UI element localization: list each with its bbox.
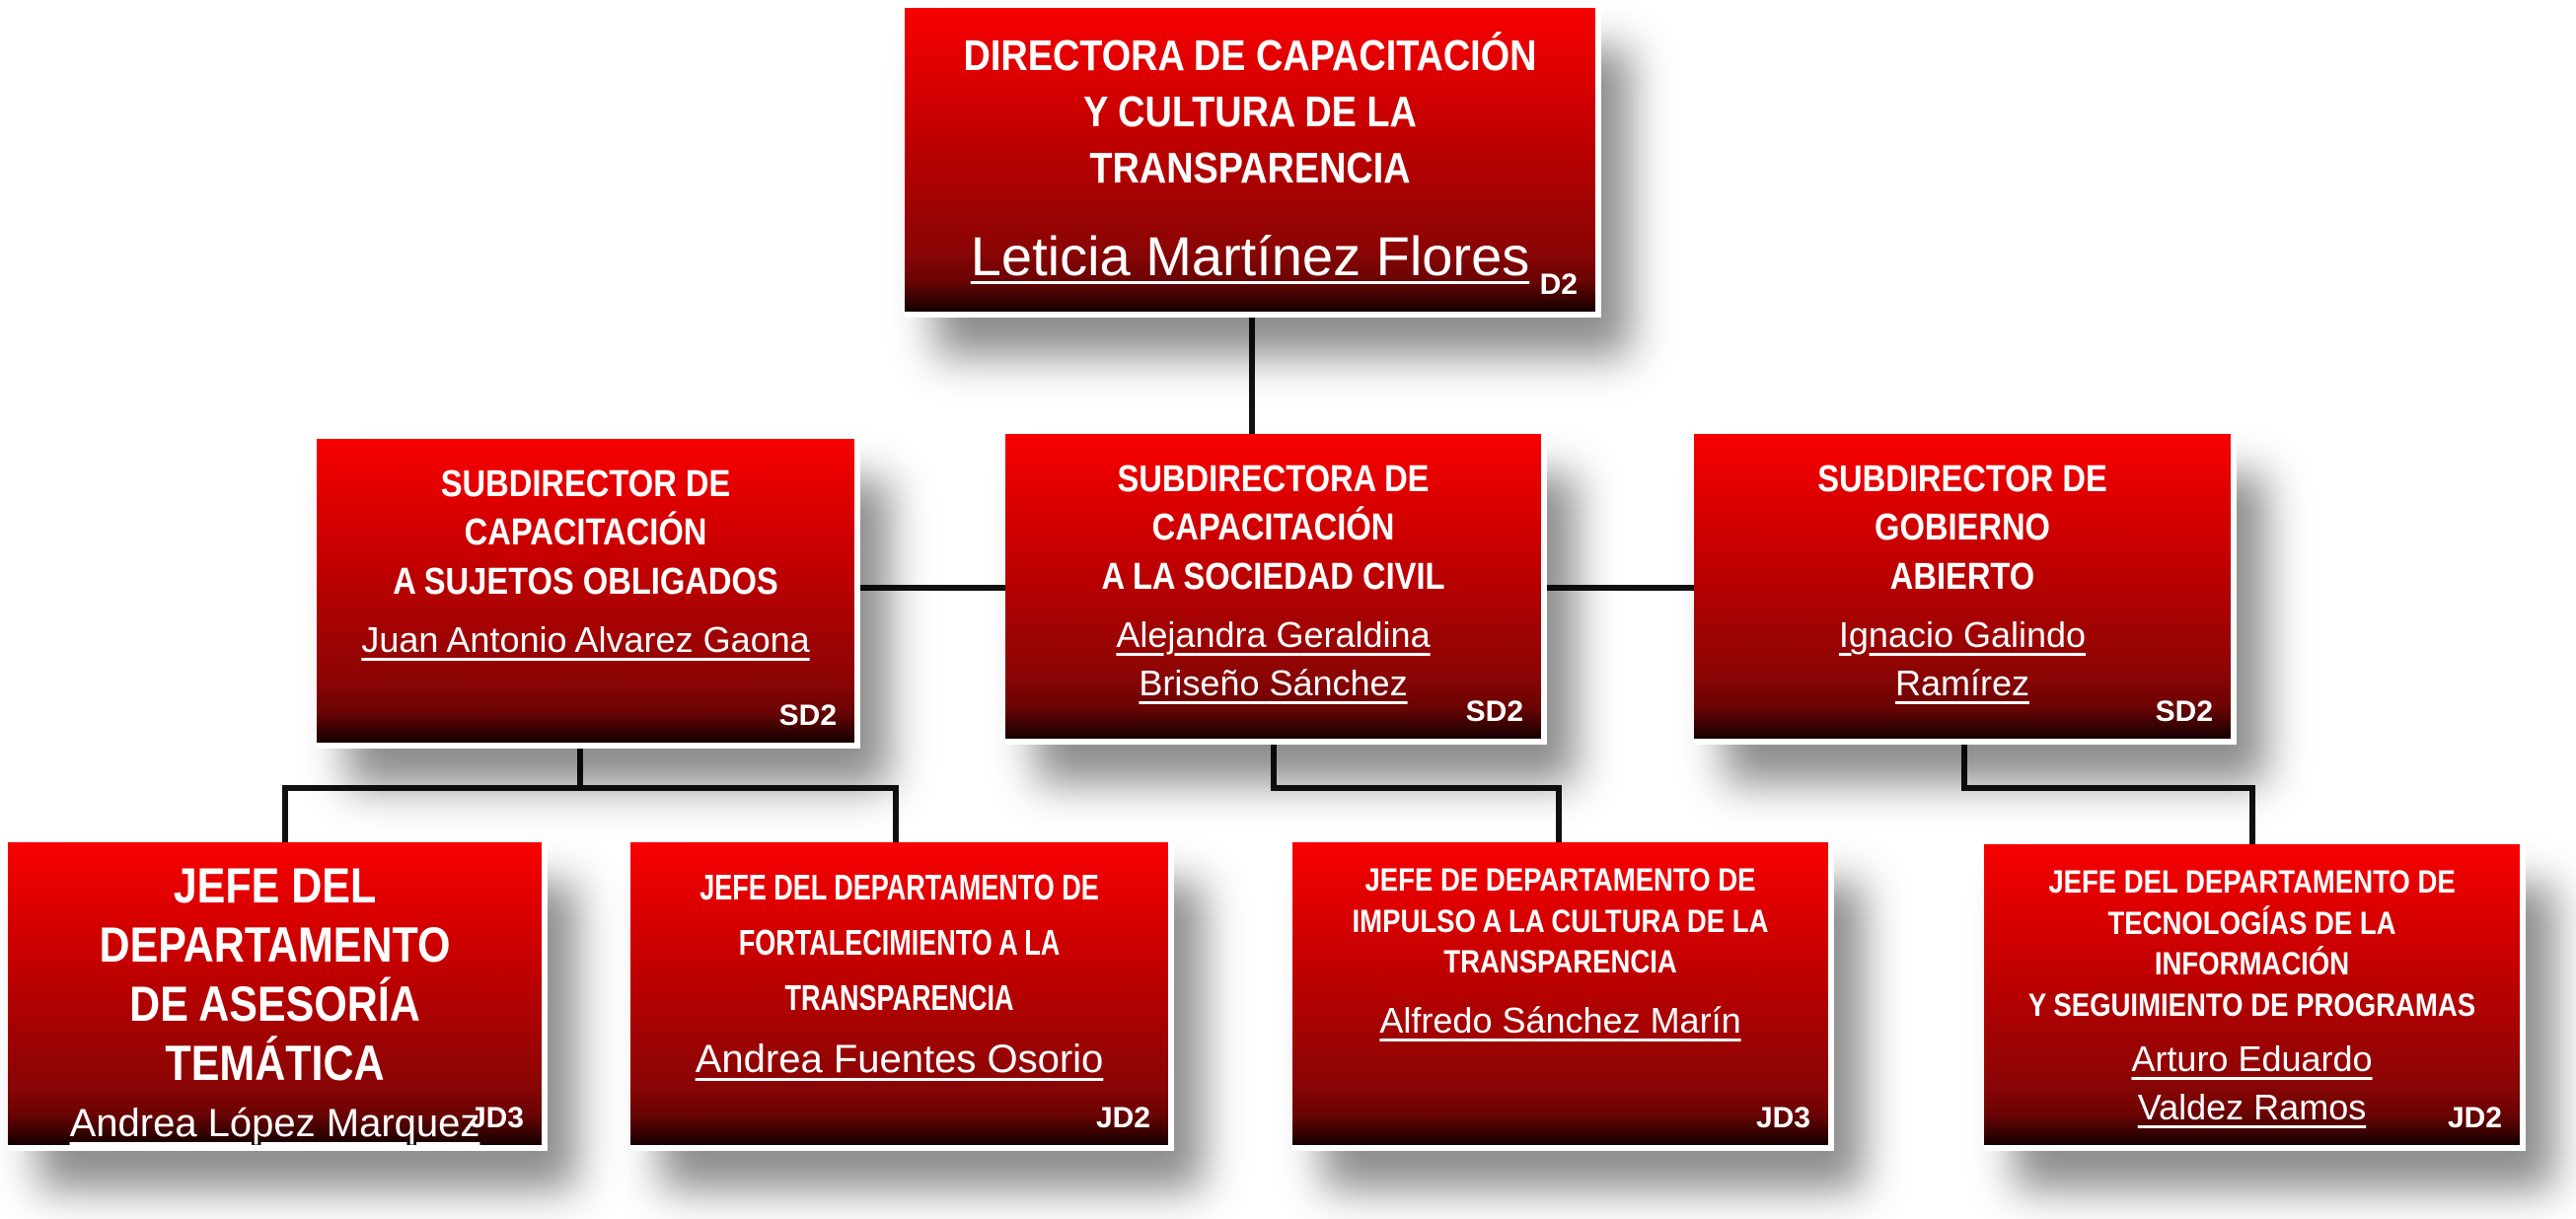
subdirector-name[interactable]: Juan Antonio Alvarez Gaona	[361, 619, 810, 661]
department-head-name[interactable]: Valdez Ramos	[2137, 1086, 2367, 1127]
position-code: JD3	[1755, 1102, 1810, 1134]
subdirector-name[interactable]: Ramírez	[1894, 662, 2030, 703]
department-head-name[interactable]: Alfredo Sánchez Marín	[1379, 999, 1741, 1040]
connector-sd-right	[1541, 585, 1694, 591]
connector-director	[1249, 312, 1255, 436]
department-head-box: JEFE DEL DEPARTAMENTO DE FORTALECIMIENTO…	[630, 842, 1174, 1151]
department-title-line: JEFE DEL DEPARTAMENTO	[99, 858, 451, 972]
position-code: SD2	[778, 699, 837, 732]
connector-sd2-bar	[1271, 785, 1562, 791]
position-code: JD2	[2447, 1102, 2502, 1134]
department-head-box: JEFE DE DEPARTAMENTO DE IMPULSO A LA CUL…	[1292, 842, 1834, 1151]
connector-jd3	[1556, 785, 1562, 842]
subdirector-title-line: SUBDIRECTOR DE CAPACITACIÓN	[440, 464, 731, 554]
director-box: DIRECTORA DE CAPACITACIÓN Y CULTURA DE L…	[905, 8, 1601, 318]
connector-jd1	[282, 785, 288, 842]
subdirector-box: SUBDIRECTOR DE GOBIERNO ABIERTO Ignacio …	[1694, 434, 2237, 745]
connector-jd2	[893, 785, 899, 842]
connector-sd2-down	[1271, 739, 1277, 790]
connector-sd1-down	[577, 743, 583, 788]
department-head-box: JEFE DEL DEPARTAMENTO DE TECNOLOGÍAS DE …	[1984, 844, 2526, 1151]
position-code: SD2	[2155, 695, 2213, 728]
department-title-line: TRANSPARENCIA	[1443, 944, 1677, 980]
subdirector-title-line: ABIERTO	[1889, 555, 2035, 598]
connector-jd4	[2249, 785, 2255, 844]
department-head-name[interactable]: Andrea Fuentes Osorio	[695, 1038, 1104, 1082]
department-title-line: IMPULSO A LA CULTURA DE LA	[1352, 902, 1769, 939]
subdirector-title-line: A SUJETOS OBLIGADOS	[393, 560, 778, 603]
connector-sd3-bar	[1961, 785, 2255, 791]
department-head-name[interactable]: Arturo Eduardo	[2131, 1039, 2373, 1080]
connector-sd1-bar	[282, 785, 899, 791]
department-head-name[interactable]: Andrea López Marquez	[69, 1102, 480, 1145]
department-title-line: FORTALECIMIENTO A LA TRANSPARENCIA	[738, 921, 1061, 1018]
position-code: D2	[1539, 268, 1578, 301]
position-code: JD3	[469, 1102, 524, 1134]
subdirector-name[interactable]: Ignacio Galindo	[1838, 614, 2087, 656]
department-title-line: TECNOLOGÍAS DE LA INFORMACIÓN	[2107, 904, 2396, 982]
department-title-line: JEFE DEL DEPARTAMENTO DE	[699, 867, 1099, 907]
director-name[interactable]: Leticia Martínez Flores	[970, 224, 1530, 287]
subdirector-title-line: A LA SOCIEDAD CIVIL	[1101, 555, 1445, 598]
department-title-line: JEFE DEL DEPARTAMENTO DE	[2048, 864, 2456, 899]
subdirector-title-line: SUBDIRECTORA DE CAPACITACIÓN	[1117, 459, 1430, 549]
department-head-box: JEFE DEL DEPARTAMENTO DE ASESORÍA TEMÁTI…	[8, 842, 548, 1151]
department-title-line: DE ASESORÍA TEMÁTICA	[129, 976, 420, 1091]
connector-sd3-down	[1961, 739, 1967, 790]
director-title-line: Y CULTURA DE LA TRANSPARENCIA	[1083, 88, 1417, 193]
subdirector-box: SUBDIRECTORA DE CAPACITACIÓN A LA SOCIED…	[1005, 434, 1547, 745]
position-code: SD2	[1465, 695, 1523, 728]
connector-sd-left	[854, 585, 1005, 591]
subdirector-title-line: SUBDIRECTOR DE GOBIERNO	[1817, 459, 2107, 549]
department-title-line: Y SEGUIMIENTO DE PROGRAMAS	[2027, 986, 2476, 1023]
subdirector-box: SUBDIRECTOR DE CAPACITACIÓN A SUJETOS OB…	[317, 439, 860, 749]
subdirector-name[interactable]: Alejandra Geraldina	[1116, 614, 1431, 656]
director-title-line: DIRECTORA DE CAPACITACIÓN	[963, 32, 1537, 80]
position-code: JD2	[1095, 1102, 1150, 1134]
subdirector-name[interactable]: Briseño Sánchez	[1139, 662, 1408, 703]
department-title-line: JEFE DE DEPARTAMENTO DE	[1364, 862, 1756, 897]
